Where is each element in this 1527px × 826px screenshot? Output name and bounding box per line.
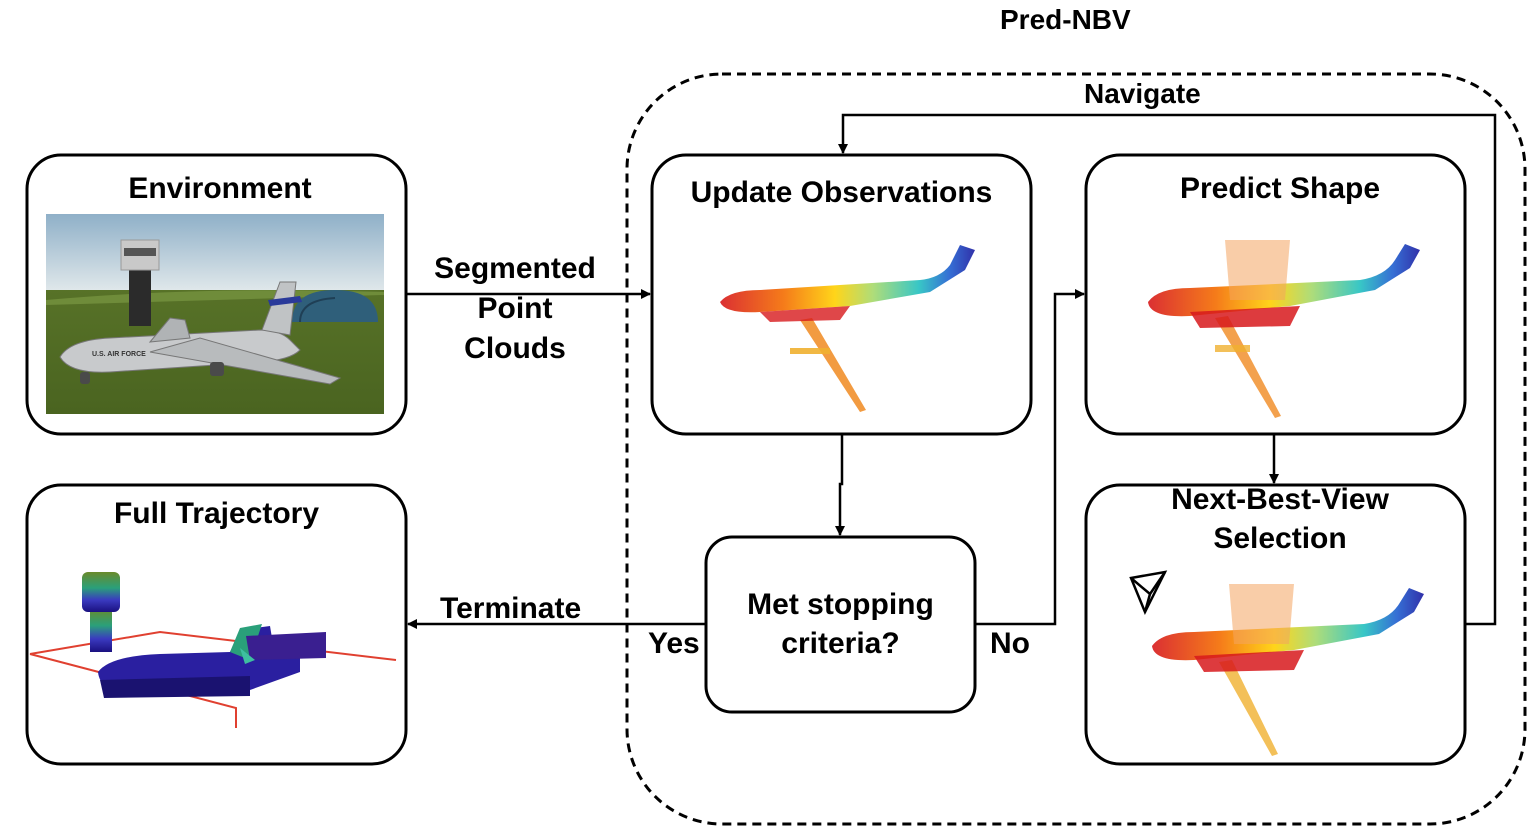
environment-title: Environment <box>128 172 312 205</box>
predict-shape-title: Predict Shape <box>1179 172 1381 205</box>
observed-pointcloud-image <box>720 245 975 412</box>
edge-label-no: No <box>990 627 1030 660</box>
arrow-update-to-stopping <box>835 434 845 536</box>
nbv-selection-title-line2: Selection <box>1213 522 1347 555</box>
diagram-title: Pred-NBV <box>1000 4 1131 35</box>
nbv-pointcloud-image <box>1129 570 1424 756</box>
edge-label-yes: Yes <box>648 627 700 660</box>
arrow-navigate <box>838 113 1497 626</box>
edge-label-segmented-line3: Clouds <box>464 332 566 365</box>
stopping-criteria-line2: criteria? <box>781 627 900 660</box>
predicted-pointcloud-image <box>1148 240 1420 418</box>
edge-label-terminate: Terminate <box>440 592 582 625</box>
aircraft-marking: U.S. AIR FORCE <box>92 351 146 358</box>
stopping-criteria-line1: Met stopping <box>747 588 934 621</box>
update-observations-title: Update Observations <box>690 176 993 209</box>
stopping-criteria-box <box>704 535 977 714</box>
pred-nbv-boundary <box>625 72 1527 826</box>
edge-label-navigate: Navigate <box>1084 78 1201 109</box>
edge-label-segmented-line1: Segmented <box>434 252 596 285</box>
environment-render-image: U.S. AIR FORCE <box>46 214 384 414</box>
full-trajectory-title: Full Trajectory <box>113 497 320 530</box>
arrow-no-to-predict <box>975 289 1085 626</box>
edge-label-segmented-line2: Point <box>477 292 553 325</box>
camera-frustum-icon <box>1129 570 1168 616</box>
trajectory-render-image <box>29 572 397 728</box>
nbv-selection-title-line1: Next-Best-View <box>1171 483 1389 516</box>
